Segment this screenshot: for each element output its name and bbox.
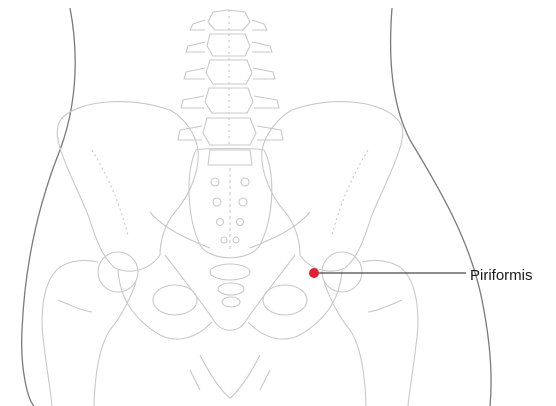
right-ilium	[250, 102, 403, 272]
left-femur	[42, 252, 138, 406]
piriformis-label: Piriformis	[470, 267, 533, 285]
left-ilium	[57, 102, 210, 272]
coccyx	[210, 264, 250, 307]
lumbar-spine	[178, 10, 283, 145]
body-outline-right	[391, 8, 491, 406]
piriformis-marker[interactable]	[309, 268, 319, 278]
sacrum	[189, 149, 272, 258]
pubic-region	[118, 255, 342, 398]
right-femur	[322, 252, 418, 406]
body-outline-left	[22, 8, 76, 406]
